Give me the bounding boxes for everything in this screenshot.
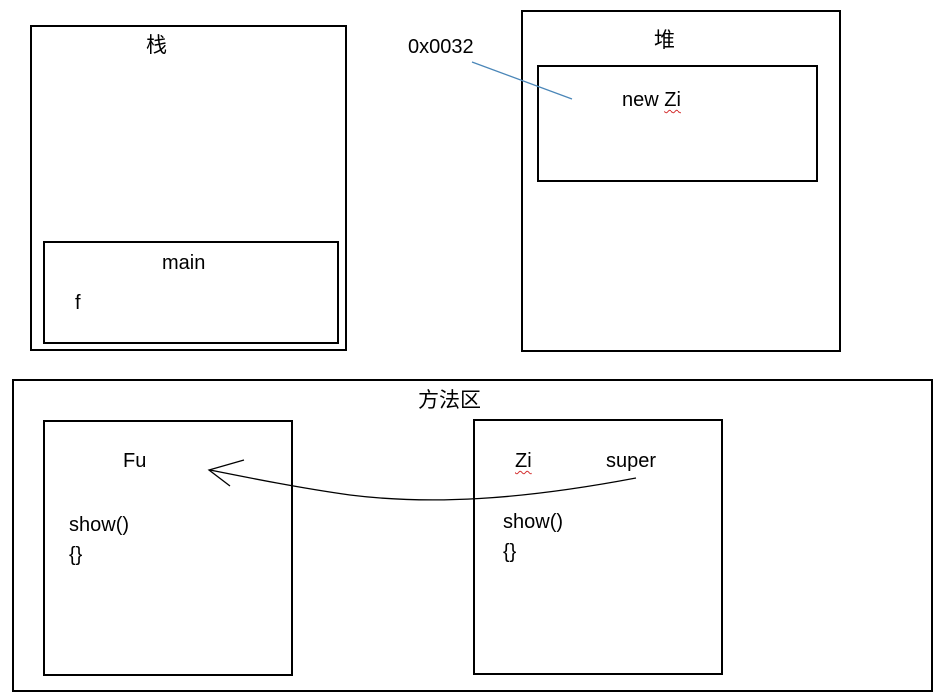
address-label: 0x0032 <box>408 36 474 58</box>
zi-class-name: Zi <box>515 450 532 472</box>
stack-area <box>30 25 347 351</box>
main-frame-title: main <box>162 252 206 274</box>
fu-class-name: Fu <box>123 450 147 472</box>
fu-class-box <box>43 420 293 676</box>
zi-method-body: {} <box>503 541 517 563</box>
zi-object <box>537 65 818 182</box>
zi-method: show() <box>503 511 564 533</box>
main-frame <box>43 241 339 344</box>
method-area-title: 方法区 <box>418 388 481 412</box>
zi-object-label: new Zi <box>622 88 681 112</box>
main-frame-variable: f <box>75 292 81 314</box>
heap-title: 堆 <box>654 28 675 52</box>
zi-object-class: Zi <box>664 89 681 111</box>
zi-super-label: super <box>606 450 657 472</box>
heap-area <box>521 10 841 352</box>
fu-method: show() <box>69 514 130 536</box>
stack-title: 栈 <box>146 33 167 57</box>
zi-object-keyword: new <box>622 89 665 111</box>
fu-method-body: {} <box>69 544 83 566</box>
zi-class-box <box>473 419 723 675</box>
method-area <box>12 379 933 692</box>
